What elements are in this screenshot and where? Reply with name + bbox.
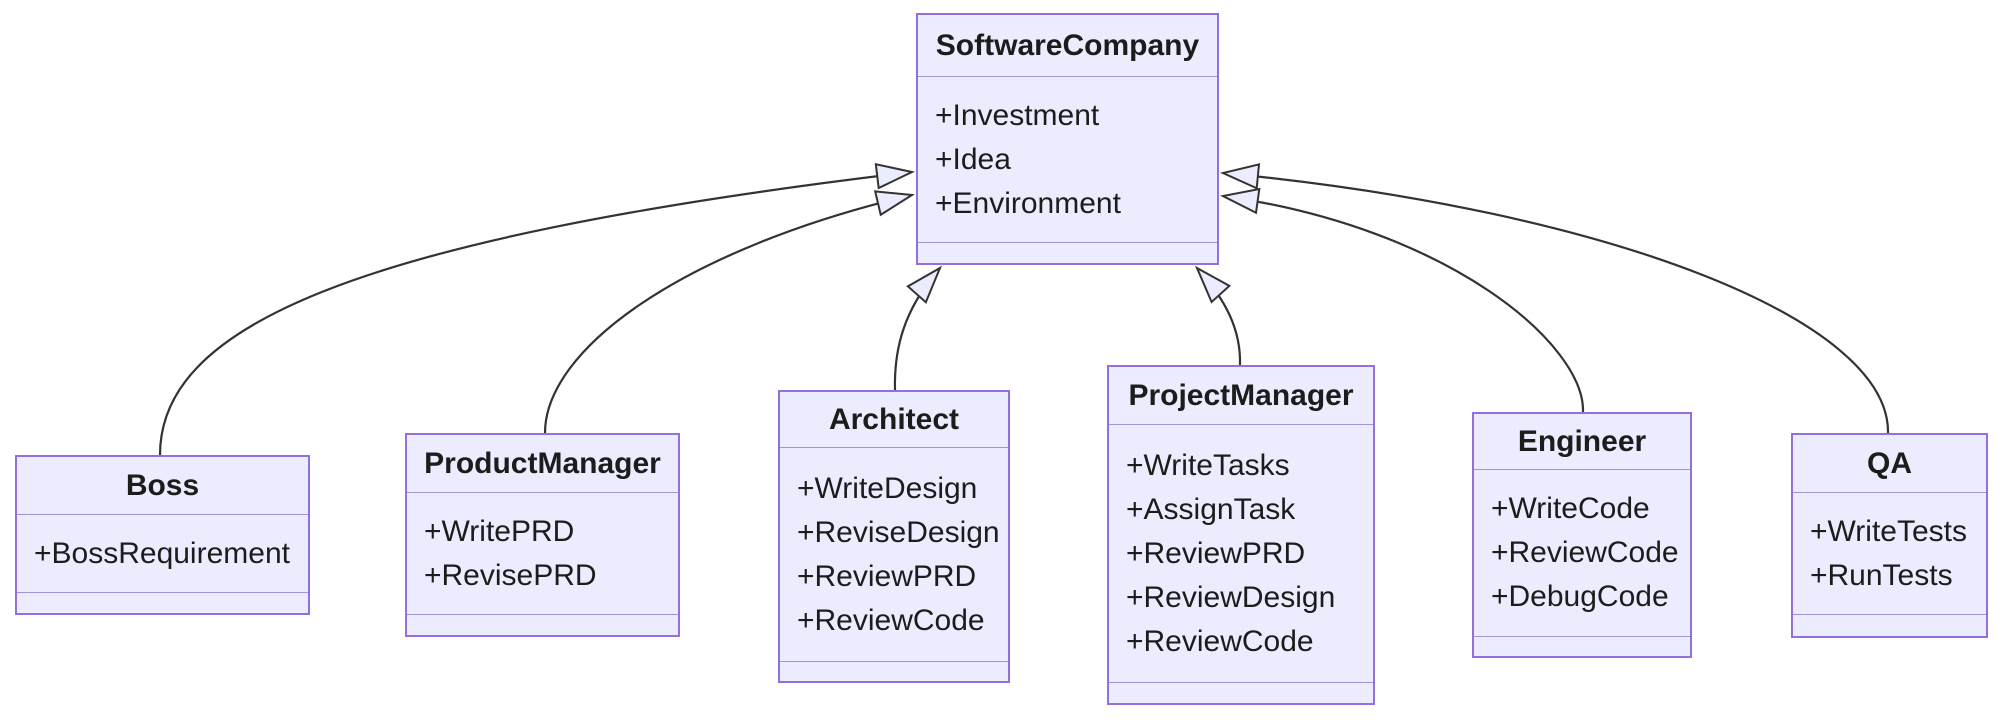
inheritance-edge-qa bbox=[1223, 173, 1890, 434]
class-attributes: +WriteCode +ReviewCode +DebugCode bbox=[1474, 470, 1690, 637]
class-attribute: +ReviewCode bbox=[1126, 624, 1314, 658]
class-attributes: +WriteDesign +ReviseDesign +ReviewPRD +R… bbox=[780, 448, 1008, 662]
class-attribute: +DebugCode bbox=[1491, 580, 1669, 613]
inheritance-edge-architect bbox=[893, 268, 940, 391]
class-attribute: +AssignTask bbox=[1126, 492, 1296, 526]
class-methods-empty bbox=[17, 593, 308, 613]
class-attribute: +Investment bbox=[935, 98, 1100, 132]
class-methods-empty bbox=[1793, 615, 1986, 636]
class-attribute: +ReviewPRD bbox=[797, 559, 977, 593]
class-methods-empty bbox=[918, 243, 1217, 263]
class-box-qa: QA +WriteTests +RunTests bbox=[1791, 433, 1988, 638]
class-attribute: +ReviewPRD bbox=[1126, 536, 1306, 570]
class-title: ProjectManager bbox=[1109, 367, 1373, 425]
class-attribute: +WritePRD bbox=[424, 514, 575, 548]
class-attribute: +WriteTasks bbox=[1126, 448, 1290, 482]
class-attribute: +WriteDesign bbox=[797, 471, 978, 505]
inheritance-edge-engineer bbox=[1223, 196, 1585, 413]
class-attribute: +ReviseDesign bbox=[797, 515, 1000, 549]
class-title: Architect bbox=[780, 392, 1008, 448]
class-box-software-company: SoftwareCompany +Investment +Idea +Envir… bbox=[916, 13, 1219, 265]
inheritance-edge-project-manager bbox=[1197, 268, 1242, 366]
class-attribute: +BossRequirement bbox=[34, 536, 290, 570]
class-attribute: +ReviewDesign bbox=[1126, 580, 1336, 614]
class-attribute: +ReviewCode bbox=[797, 603, 985, 637]
class-attribute: +Idea bbox=[935, 142, 1011, 176]
class-title: SoftwareCompany bbox=[918, 15, 1217, 77]
inheritance-edge-product-manager bbox=[543, 195, 912, 434]
class-attribute: +Environment bbox=[935, 186, 1121, 220]
class-box-product-manager: ProductManager +WritePRD +RevisePRD bbox=[405, 433, 680, 637]
class-methods-empty bbox=[1474, 637, 1690, 656]
class-attributes: +WritePRD +RevisePRD bbox=[407, 493, 678, 615]
class-title: QA bbox=[1793, 435, 1986, 493]
class-title: Boss bbox=[17, 457, 308, 515]
class-attribute: +ReviewCode bbox=[1491, 536, 1679, 569]
class-attribute: +RevisePRD bbox=[424, 558, 597, 592]
class-attribute: +WriteCode bbox=[1491, 492, 1650, 525]
class-attributes: +WriteTasks +AssignTask +ReviewPRD +Revi… bbox=[1109, 425, 1373, 683]
class-attributes: +WriteTests +RunTests bbox=[1793, 493, 1986, 615]
inheritance-edge-boss bbox=[158, 172, 912, 456]
class-title: Engineer bbox=[1474, 414, 1690, 470]
class-methods-empty bbox=[780, 662, 1008, 681]
class-attributes: +Investment +Idea +Environment bbox=[918, 77, 1217, 243]
class-methods-empty bbox=[407, 615, 678, 635]
class-box-engineer: Engineer +WriteCode +ReviewCode +DebugCo… bbox=[1472, 412, 1692, 658]
class-attributes: +BossRequirement bbox=[17, 515, 308, 593]
class-box-boss: Boss +BossRequirement bbox=[15, 455, 310, 615]
class-box-project-manager: ProjectManager +WriteTasks +AssignTask +… bbox=[1107, 365, 1375, 705]
class-methods-empty bbox=[1109, 683, 1373, 703]
class-box-architect: Architect +WriteDesign +ReviseDesign +Re… bbox=[778, 390, 1010, 683]
class-title: ProductManager bbox=[407, 435, 678, 493]
class-attribute: +WriteTests bbox=[1810, 514, 1967, 548]
class-attribute: +RunTests bbox=[1810, 558, 1953, 592]
